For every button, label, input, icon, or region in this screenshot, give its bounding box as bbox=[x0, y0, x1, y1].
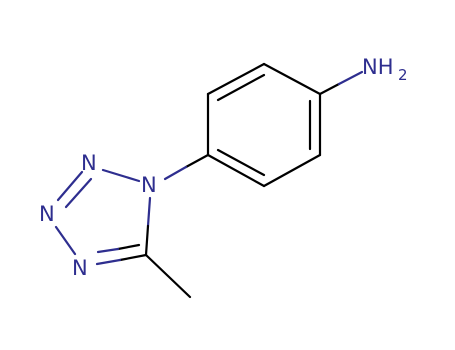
amine-subscript: 2 bbox=[398, 66, 408, 84]
double-bond-c6-c1 bbox=[216, 148, 266, 177]
bond-n2-n3-a bbox=[56, 170, 84, 202]
bond-c5-methyl bbox=[144, 253, 192, 299]
bond-c4-n bbox=[318, 82, 341, 96]
bond-n2-n1 bbox=[101, 168, 141, 183]
amine-label: NH bbox=[362, 55, 394, 79]
bond-c3-c4 bbox=[262, 62, 322, 96]
bond-c5-n4-b-colored bbox=[96, 247, 120, 254]
amine-group: NH 2 bbox=[318, 55, 408, 96]
bond-c5-n4-a bbox=[118, 253, 148, 262]
bond-c1-n1-colored bbox=[163, 165, 188, 181]
bond-c6-c1 bbox=[206, 153, 266, 188]
bond-c4-n-colored bbox=[337, 70, 364, 86]
bond-c1-n1 bbox=[184, 153, 210, 169]
bond-n3-n4 bbox=[54, 225, 77, 256]
atom-n2: N bbox=[81, 151, 97, 175]
atom-n4: N bbox=[72, 256, 88, 280]
atom-n3: N bbox=[39, 202, 55, 226]
atom-n1: N bbox=[141, 173, 157, 197]
double-bond-c2-c3 bbox=[216, 73, 266, 102]
bond-n1-c5 bbox=[144, 224, 150, 257]
bond-c5-n4-b bbox=[116, 243, 141, 251]
bond-c5-n4-a-colored bbox=[95, 258, 122, 266]
bond-n2-n3-b bbox=[64, 177, 93, 209]
benzene-ring bbox=[206, 62, 322, 188]
bond-n1-c5-colored bbox=[146, 196, 152, 228]
bond-c2-c3 bbox=[206, 62, 266, 96]
tetrazole-ring: N N N N bbox=[39, 151, 157, 280]
bond-c5-c6 bbox=[262, 153, 322, 188]
